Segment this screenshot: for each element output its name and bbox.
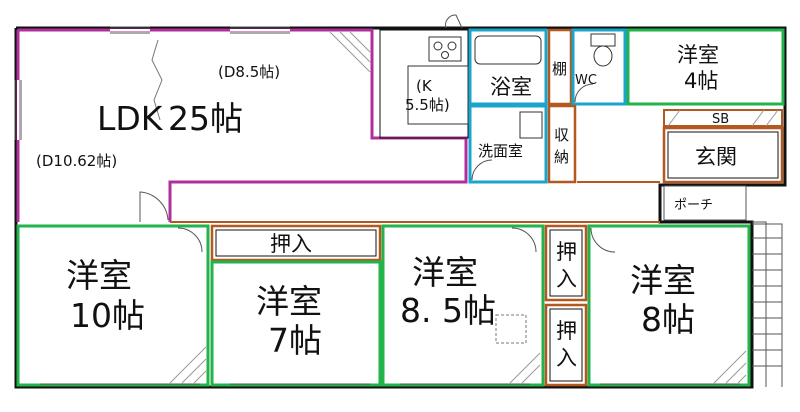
stove-icon xyxy=(428,36,462,62)
ldk-label: LDK xyxy=(97,99,164,138)
western7-name: 洋室 xyxy=(256,282,322,321)
closet-b-label-1: 押 xyxy=(556,319,577,343)
porch-label: ポーチ xyxy=(674,198,713,213)
western7-size: 7帖 xyxy=(268,321,322,360)
washroom-label: 洗面室 xyxy=(478,142,523,160)
western8-name: 洋室 xyxy=(630,261,696,300)
closet-a-label-1: 押 xyxy=(556,240,577,264)
shelf-label: 棚 xyxy=(552,60,567,78)
western-room-7: 押入 洋室 7帖 xyxy=(210,224,382,387)
entrance-label: 玄関 xyxy=(695,145,737,169)
exterior-stairs xyxy=(752,221,783,387)
sink-icon xyxy=(519,111,543,139)
outer-walls xyxy=(14,26,787,389)
hallway xyxy=(170,181,660,223)
dining-label: (D8.5帖) xyxy=(218,63,280,81)
closet7-label: 押入 xyxy=(270,232,312,256)
storage-label-2: 納 xyxy=(554,148,569,166)
washroom: 洗面室 xyxy=(468,104,548,184)
kitchen-label-2: 5.5帖) xyxy=(405,96,450,114)
toilet-tank-icon xyxy=(590,33,616,47)
wc-label: WC xyxy=(575,73,597,88)
wc-room: 棚 WC xyxy=(547,28,627,106)
western4-name: 洋室 xyxy=(677,43,719,67)
entrance-area: SB 玄関 ポーチ xyxy=(662,109,784,387)
closet-b-label-2: 入 xyxy=(556,346,577,370)
western85-size: 8. 5帖 xyxy=(400,291,496,330)
western-room-10: 洋室 10帖 xyxy=(16,224,210,387)
kitchen-label-1: (K xyxy=(416,77,433,95)
ldk-door-swing xyxy=(139,191,169,222)
bath-room: 浴室 xyxy=(468,28,548,106)
bath-label: 浴室 xyxy=(490,75,532,99)
western10-size: 10帖 xyxy=(70,296,145,335)
western-room-4: 洋室 4帖 xyxy=(626,28,785,106)
closet-a-label-2: 入 xyxy=(556,267,577,291)
storage-room: 収 納 xyxy=(547,104,577,184)
ldk-room: (D8.5帖) LDK 25帖 (D10.62帖) (K 5.5帖) xyxy=(14,14,469,222)
toilet-icon xyxy=(593,45,613,67)
western85-name: 洋室 xyxy=(412,253,478,292)
western10-name: 洋室 xyxy=(66,256,132,295)
corner-hatch xyxy=(329,31,371,73)
storage-label-1: 収 xyxy=(554,126,569,144)
closet-pair: 押 入 押 入 xyxy=(544,224,588,387)
western8-size: 8帖 xyxy=(641,300,695,339)
living-label: (D10.62帖) xyxy=(36,152,117,170)
kitchen-counter xyxy=(407,65,469,125)
western4-size: 4帖 xyxy=(684,69,718,93)
ldk-size-label: 25帖 xyxy=(168,99,243,138)
back-door-swing xyxy=(445,14,463,29)
western-room-8-5: 洋室 8. 5帖 xyxy=(381,224,545,387)
stair-break-mark xyxy=(151,39,163,121)
sb-label: SB xyxy=(712,112,729,127)
western-room-8: 洋室 8帖 xyxy=(587,224,751,387)
attic-hatch xyxy=(495,314,527,344)
bathtub-icon xyxy=(474,35,542,65)
